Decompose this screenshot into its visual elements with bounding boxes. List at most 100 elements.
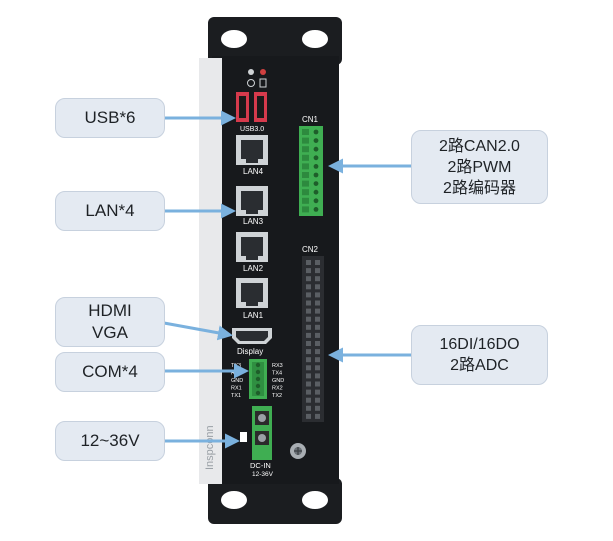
power-terminal: DC-IN 12-36V	[240, 406, 274, 478]
cn2-pin	[306, 332, 311, 338]
com-pin-label-left: TX3	[231, 363, 241, 369]
power-callout-text: 12~36V	[80, 431, 140, 450]
cn2-pin	[315, 276, 320, 282]
usb-callout-text: USB*6	[84, 108, 136, 127]
cn1-screw	[313, 181, 319, 187]
cn2-pin	[315, 284, 320, 290]
com-screw	[255, 369, 261, 375]
com-pin-label: TX2	[272, 393, 282, 399]
com-pin-label: RX2	[272, 386, 283, 392]
encoder-callout-text: 2路编码器	[443, 179, 516, 197]
lan3-label: LAN3	[243, 217, 264, 226]
cn1-pin	[302, 137, 309, 144]
cn2-pin	[306, 413, 311, 419]
cn1-screw	[313, 129, 319, 135]
voltage-label: 12-36V	[252, 471, 274, 478]
cn1-pin	[302, 172, 309, 178]
cn1-pin	[302, 206, 309, 213]
device-side-panel	[199, 58, 222, 484]
com-callout: COM*4	[55, 352, 165, 392]
com-screw	[255, 362, 261, 368]
power-icon	[247, 79, 255, 87]
cn2-pin	[306, 292, 311, 298]
lan4-label: LAN4	[243, 167, 264, 176]
lan-port-3: LAN3	[236, 186, 268, 226]
cn1-connector: CN1	[299, 115, 323, 216]
power-led	[248, 69, 254, 75]
com-pin-label-left: TX1	[231, 393, 241, 399]
com-callout-text: COM*4	[82, 362, 138, 381]
cn1-screw	[313, 207, 319, 212]
cn2-pin	[315, 260, 320, 265]
cn2-pin	[306, 381, 311, 387]
cn2-pin	[306, 300, 311, 306]
dio-adc-callout: 16DI/16DO 2路ADC	[411, 325, 548, 385]
cn2-pin	[306, 260, 311, 265]
usb-ports: USB3.0	[236, 92, 267, 133]
cn2-pin	[315, 381, 320, 387]
display-port: Display	[232, 328, 272, 356]
cn2-pin	[315, 268, 320, 274]
cn2-pin	[306, 397, 311, 403]
cn2-pin	[306, 308, 311, 314]
can-pwm-callout: 2路CAN2.0 2路PWM 2路编码器	[411, 130, 548, 204]
com-pin-label: RX3	[272, 363, 283, 369]
cn1-screw	[313, 172, 319, 178]
cn1-pin	[302, 146, 309, 153]
power-callout: 12~36V	[55, 421, 165, 461]
disk-icon	[259, 78, 267, 88]
cn2-pin	[306, 357, 311, 363]
cn1-pin	[302, 197, 309, 204]
cn2-pin	[315, 349, 320, 355]
hdmi-vga-callout: HDMI VGA	[55, 297, 165, 347]
lan-port-2: LAN2	[236, 232, 268, 273]
cn1-pin	[302, 154, 309, 161]
usb-label: USB3.0	[240, 126, 264, 133]
cn2-pin	[306, 324, 311, 330]
status-leds	[247, 69, 267, 88]
cn2-pin	[306, 365, 311, 371]
dc-in-label: DC-IN	[250, 461, 271, 470]
cn2-pin	[315, 397, 320, 403]
cn2-pin	[306, 405, 311, 411]
cn2-pin	[306, 373, 311, 379]
display-label: Display	[237, 347, 263, 356]
cn2-pin	[315, 413, 320, 419]
lan-port-1: LAN1	[236, 278, 268, 320]
brand-label: Inspconn	[204, 425, 216, 470]
can-callout-text: 2路CAN2.0	[439, 137, 520, 155]
cn2-pin	[315, 341, 320, 346]
cn2-pin	[315, 324, 320, 330]
cn1-screw	[313, 164, 319, 169]
cn2-pin	[315, 292, 320, 298]
cn2-pin	[306, 341, 311, 346]
com-pin-label: TX4	[272, 371, 282, 377]
cn2-pin	[306, 316, 311, 322]
lan1-label: LAN1	[243, 311, 264, 320]
cn1-screw	[313, 138, 319, 144]
cn2-pin	[315, 405, 320, 411]
cn2-pin	[306, 284, 311, 290]
cn2-pin	[315, 316, 320, 322]
pwm-callout-text: 2路PWM	[447, 158, 512, 176]
usb-callout: USB*6	[55, 98, 165, 138]
cn1-pin	[302, 129, 309, 135]
lan2-label: LAN2	[243, 264, 264, 273]
cn2-pin	[315, 332, 320, 338]
lan-port-4: LAN4	[236, 135, 268, 176]
lan-callout: LAN*4	[55, 191, 165, 231]
dio-callout-text: 16DI/16DO	[439, 336, 520, 353]
cn1-pin	[302, 163, 309, 170]
cn2-pin	[315, 365, 320, 371]
cn1-pin	[302, 180, 309, 187]
cn2-pin	[306, 268, 311, 274]
cn1-screw	[313, 189, 319, 195]
cn2-label: CN2	[302, 245, 319, 254]
com-pin-label: GND	[272, 378, 284, 384]
ground-screw	[290, 443, 306, 459]
lan-callout-text: LAN*4	[85, 201, 135, 220]
cn2-pin	[306, 276, 311, 282]
hdmi-callout-text: HDMI	[88, 301, 132, 320]
cn1-pin	[302, 189, 309, 196]
